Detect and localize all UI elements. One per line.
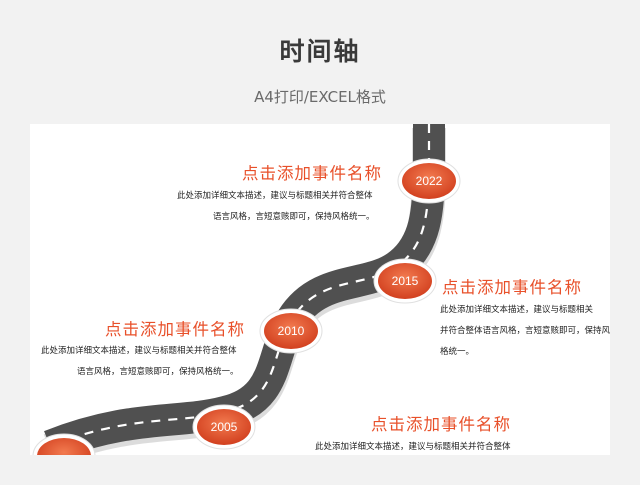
page-title: 时间轴 <box>279 37 361 66</box>
event-desc-2022: 此处添加详细文本描述，建议与标题相关并符合整体 语言风格，言短意赅即可，保持风格… <box>177 186 437 228</box>
event-desc-line: 此处添加详细文本描述，建议与标题相关并符合整体 <box>41 346 237 356</box>
marker-year-2005: 2005 <box>211 420 238 434</box>
marker-2022[interactable]: 2022 <box>397 158 461 204</box>
event-desc-2005: 此处添加详细文本描述，建议与标题相关并符合整体 <box>315 437 575 455</box>
marker-2010[interactable]: 2010 <box>259 308 323 354</box>
marker-year-2015: 2015 <box>392 274 419 288</box>
event-desc-line: 语言风格，言短意赅即可，保持风格统一。 <box>213 212 375 222</box>
event-title-2022[interactable]: 点击添加事件名称 <box>242 164 382 183</box>
marker-year-2010: 2010 <box>278 324 305 338</box>
marker-year-2022: 2022 <box>416 174 443 188</box>
marker-2005[interactable]: 2005 <box>192 404 256 450</box>
marker-partial <box>32 433 96 455</box>
event-desc-2015: 此处添加详细文本描述，建议与标题相关 并符合整体语言风格，言短意赅即可，保持风 … <box>440 300 610 363</box>
road-illustration: 2022 2015 2010 2005 <box>32 124 461 455</box>
event-desc-line: 语言风格，言短意赅即可，保持风格统一。 <box>77 367 239 377</box>
event-desc-line: 并符合整体语言风格，言短意赅即可，保持风 <box>440 326 610 336</box>
event-desc-line: 此处添加详细文本描述，建议与标题相关 <box>440 305 594 315</box>
event-title-2015[interactable]: 点击添加事件名称 <box>442 278 582 297</box>
marker-2015[interactable]: 2015 <box>373 258 437 304</box>
event-desc-2010: 此处添加详细文本描述，建议与标题相关并符合整体 语言风格，言短意赅即可，保持风格… <box>41 341 276 383</box>
page-subtitle: A4打印/EXCEL格式 <box>254 88 386 106</box>
event-title-2005[interactable]: 点击添加事件名称 <box>371 415 511 434</box>
event-desc-line: 格统一。 <box>440 347 475 357</box>
event-desc-line: 此处添加详细文本描述，建议与标题相关并符合整体 <box>315 442 511 452</box>
event-desc-line: 此处添加详细文本描述，建议与标题相关并符合整体 <box>177 191 373 201</box>
timeline-canvas: 2022 2015 2010 2005 点击添加事件名称 此处添加详细文本描述，… <box>30 124 610 455</box>
event-title-2010[interactable]: 点击添加事件名称 <box>105 320 245 339</box>
